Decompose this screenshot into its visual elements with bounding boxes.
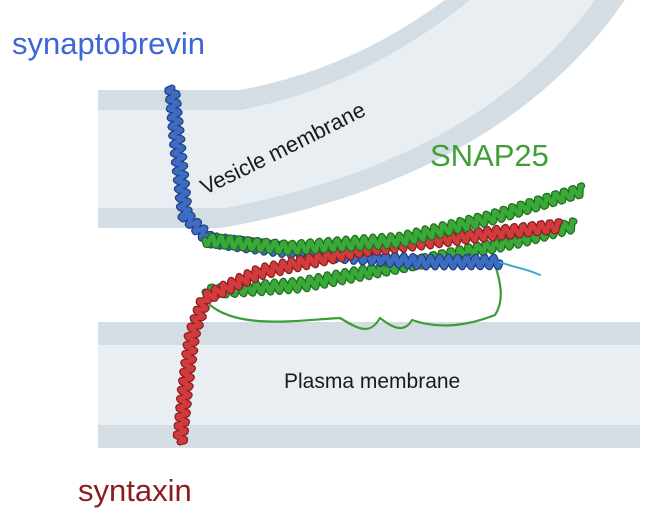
plasma-membrane-label: Plasma membrane: [284, 370, 460, 393]
syntaxin-label: syntaxin: [78, 473, 192, 508]
vesicle-membrane-core: [98, 0, 595, 208]
snap25-helix-upper-coil: [202, 183, 584, 255]
vesicle-membrane: Vesicle membrane: [98, 0, 625, 228]
protein-helices: [164, 84, 586, 446]
syntaxin-helix-coil: [174, 219, 562, 445]
synaptobrevin-tail: [499, 261, 541, 276]
snap25-label: SNAP25: [430, 138, 549, 173]
snap25-linker-loop: [208, 263, 502, 330]
synaptobrevin-label: synaptobrevin: [12, 26, 206, 61]
